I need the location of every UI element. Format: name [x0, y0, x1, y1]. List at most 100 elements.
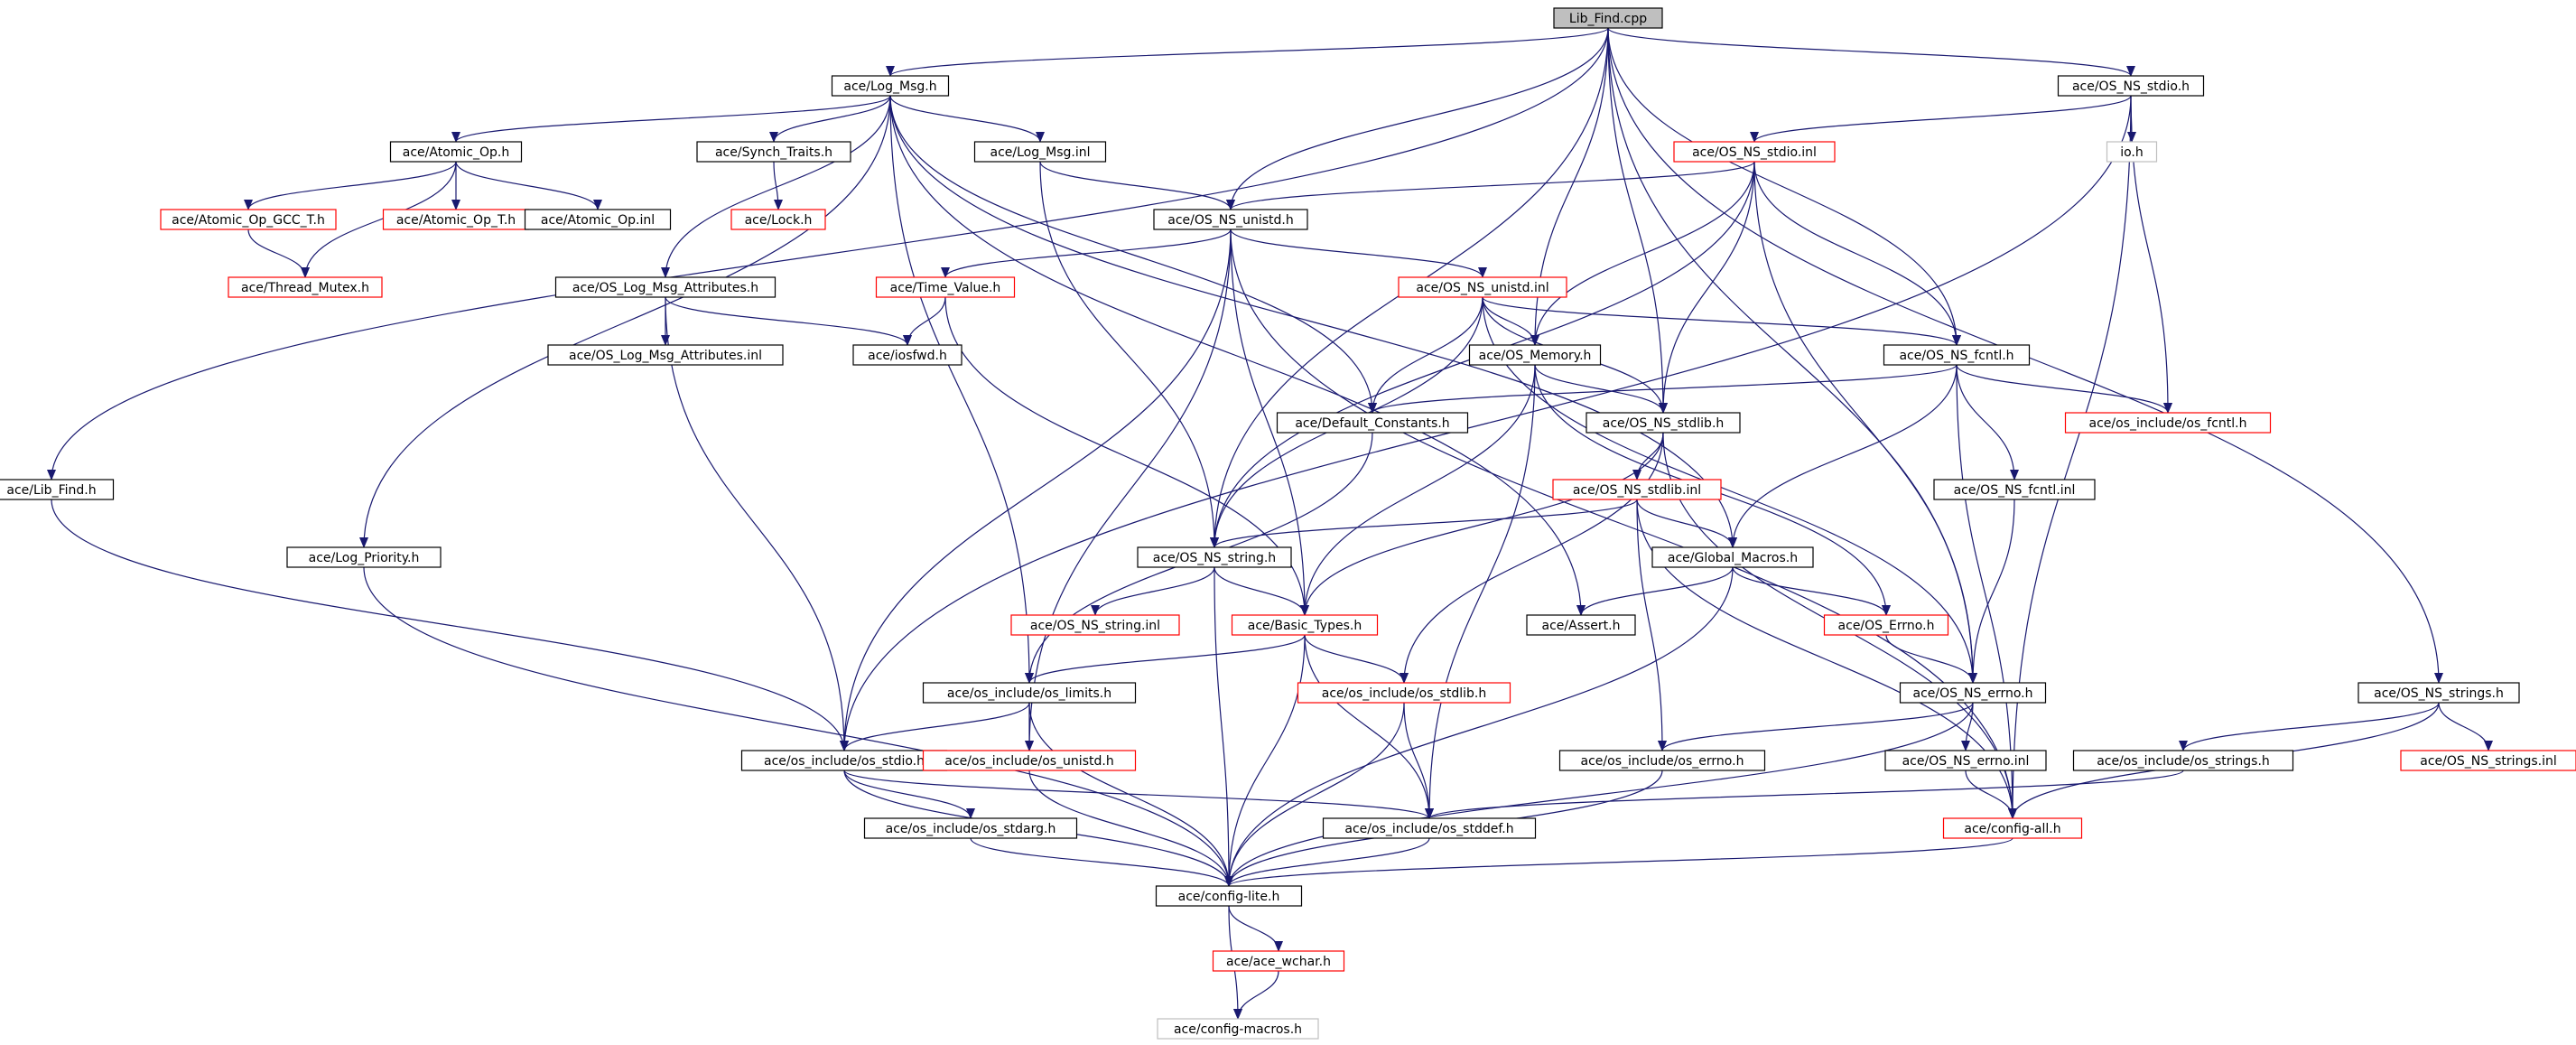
node-lib-find-cpp[interactable]: Lib_Find.cpp: [1553, 7, 1663, 29]
edge-os_ns_stdio_inl-to-os_ns_unistd_h: [1226, 161, 1755, 210]
node-box: [1823, 614, 1949, 636]
node-os-include-os-stdlib-h[interactable]: ace/os_include/os_stdlib.h: [1297, 682, 1511, 704]
node-config-all-h[interactable]: ace/config-all.h: [1942, 817, 2083, 839]
node-os-include-os-stdarg-h[interactable]: ace/os_include/os_stdarg.h: [863, 817, 1078, 839]
edge-os_ns_unistd_h-to-config_all_h: [1230, 229, 2017, 819]
node-os-ns-stdio-inl[interactable]: ace/OS_NS_stdio.inl: [1673, 141, 1836, 163]
node-box: [1942, 817, 2083, 839]
edge-os_memory_h-to-os_include_os_stddef_h: [1425, 364, 1536, 819]
node-config-lite-h[interactable]: ace/config-lite.h: [1155, 885, 1303, 907]
node-box: [730, 209, 826, 230]
node-os-include-os-limits-h[interactable]: ace/os_include/os_limits.h: [922, 682, 1137, 704]
edge-os_ns_fcntl_h-to-os_ns_fcntl_inl: [1956, 364, 2019, 481]
node-os-include-os-stddef-h[interactable]: ace/os_include/os_stddef.h: [1322, 817, 1537, 839]
node-os-include-os-strings-h[interactable]: ace/os_include/os_strings.h: [2072, 750, 2294, 771]
node-box: [852, 344, 963, 366]
edge-basic_types_h-to-os_include_os_stdlib_h: [1304, 634, 1409, 684]
node-os-include-os-unistd-h[interactable]: ace/os_include/os_unistd.h: [922, 750, 1137, 771]
node-box: [696, 141, 851, 163]
node-box: [2400, 750, 2576, 771]
edge-log_msg_h-to-assert_h: [889, 95, 1586, 616]
node-label: io.h: [2120, 145, 2144, 160]
node-label: ace/Lock.h: [745, 213, 813, 228]
edge-os_ns_stdlib_h-to-os_include_os_stdlib_h: [1400, 432, 1664, 684]
node-os-ns-stdio-h[interactable]: ace/OS_NS_stdio.h: [2057, 75, 2205, 97]
node-synch-traits-h[interactable]: ace/Synch_Traits.h: [696, 141, 851, 163]
edge-os_ns_unistd_h-to-os_ns_unistd_inl: [1230, 229, 1487, 278]
node-box: [831, 75, 950, 97]
node-label: ace/os_include/os_limits.h: [947, 686, 1111, 701]
node-config-macros-h[interactable]: ace/config-macros.h: [1157, 1018, 1319, 1040]
node-box: [973, 141, 1107, 163]
edge-log_priority_h-to-config_lite_h: [363, 566, 1233, 887]
node-os-ns-fcntl-inl[interactable]: ace/OS_NS_fcntl.inl: [1933, 479, 2096, 500]
edge-os_ns_string_h-to-config_lite_h: [1214, 566, 1233, 887]
node-os-errno-h[interactable]: ace/OS_Errno.h: [1823, 614, 1949, 636]
node-label: ace/Log_Msg.inl: [990, 145, 1091, 160]
node-label: ace/OS_NS_strings.inl: [2420, 754, 2556, 769]
node-os-ns-strings-h[interactable]: ace/OS_NS_strings.h: [2357, 682, 2520, 704]
node-os-ns-stdlib-h[interactable]: ace/OS_NS_stdlib.h: [1586, 412, 1741, 434]
edge-os_ns_unistd_h-to-os_include_os_unistd_h: [1025, 229, 1232, 751]
node-os-log-msg-attributes-h[interactable]: ace/OS_Log_Msg_Attributes.h: [554, 276, 777, 298]
node-lock-h[interactable]: ace/Lock.h: [730, 209, 826, 230]
node-box: [1552, 479, 1722, 500]
node-os-ns-strings-inl[interactable]: ace/OS_NS_strings.inl: [2400, 750, 2576, 771]
node-os-ns-stdlib-inl[interactable]: ace/OS_NS_stdlib.inl: [1552, 479, 1722, 500]
node-basic-types-h[interactable]: ace/Basic_Types.h: [1231, 614, 1379, 636]
edge-os_memory_h-to-basic_types_h: [1300, 364, 1536, 616]
node-io-h[interactable]: io.h: [2106, 141, 2158, 163]
node-label: ace/config-macros.h: [1174, 1022, 1302, 1037]
edge-log_msg_h-to-default_constants_h: [889, 95, 1377, 414]
edge-basic_types_h-to-os_include_os_stddef_h: [1304, 634, 1434, 819]
edge-synch_traits_h-to-lock_h: [773, 161, 783, 210]
node-log-msg-inl[interactable]: ace/Log_Msg.inl: [973, 141, 1107, 163]
node-log-msg-h[interactable]: ace/Log_Msg.h: [831, 75, 950, 97]
node-box: [922, 750, 1137, 771]
node-os-include-os-fcntl-h[interactable]: ace/os_include/os_fcntl.h: [2064, 412, 2272, 434]
node-box: [1673, 141, 1836, 163]
node-os-include-os-errno-h[interactable]: ace/os_include/os_errno.h: [1558, 750, 1766, 771]
node-os-ns-errno-inl[interactable]: ace/OS_NS_errno.inl: [1884, 750, 2047, 771]
edge-os_ns_errno_inl-to-config_all_h: [1965, 770, 2017, 819]
node-label: ace/OS_Log_Msg_Attributes.h: [572, 281, 758, 295]
node-iosfwd-h[interactable]: ace/iosfwd.h: [852, 344, 963, 366]
node-ace-wchar-h[interactable]: ace/ace_wchar.h: [1212, 950, 1345, 972]
node-label: ace/OS_NS_string.inl: [1030, 619, 1160, 633]
node-atomic-op-inl[interactable]: ace/Atomic_Op.inl: [524, 209, 672, 230]
node-lib-find-h[interactable]: ace/Lib_Find.h: [0, 479, 115, 500]
edge-os_ns_fcntl_inl-to-os_ns_errno_h: [1968, 499, 2015, 684]
node-box: [1322, 817, 1537, 839]
node-atomic-op-t-h[interactable]: ace/Atomic_Op_T.h: [382, 209, 530, 230]
edge-os_ns_fcntl_h-to-os_include_os_fcntl_h: [1956, 364, 2172, 414]
edge-os_include_os_limits_h-to-os_include_os_stdio_h: [840, 702, 1030, 751]
node-atomic-op-gcc-t-h[interactable]: ace/Atomic_Op_GCC_T.h: [160, 209, 337, 230]
edge-lib_find_cpp-to-os_ns_unistd_h: [1226, 27, 1609, 210]
node-time-value-h[interactable]: ace/Time_Value.h: [875, 276, 1016, 298]
edge-os_ns_errno_h-to-os_ns_errno_inl: [1961, 702, 1974, 751]
node-atomic-op-h[interactable]: ace/Atomic_Op.h: [389, 141, 523, 163]
node-os-memory-h[interactable]: ace/OS_Memory.h: [1468, 344, 1602, 366]
edge-config_lite_h-to-ace_wchar_h: [1228, 905, 1283, 952]
node-os-include-os-stdio-h[interactable]: ace/os_include/os_stdio.h: [740, 750, 948, 771]
edge-os_include_os_unistd_h-to-config_lite_h: [1028, 770, 1233, 887]
node-os-ns-string-h[interactable]: ace/OS_NS_string.h: [1137, 546, 1292, 568]
node-os-log-msg-attributes-inl[interactable]: ace/OS_Log_Msg_Attributes.inl: [547, 344, 784, 366]
node-os-ns-unistd-inl[interactable]: ace/OS_NS_unistd.inl: [1398, 276, 1567, 298]
node-global-macros-h[interactable]: ace/Global_Macros.h: [1651, 546, 1814, 568]
edge-lib_find_cpp-to-os_ns_stdlib_h: [1607, 27, 1668, 414]
edges-layer: [47, 27, 2493, 1020]
node-os-ns-fcntl-h[interactable]: ace/OS_NS_fcntl.h: [1883, 344, 2031, 366]
edge-os_errno_h-to-os_ns_errno_h: [1885, 634, 1977, 684]
edge-basic_types_h-to-config_lite_h: [1224, 634, 1306, 887]
node-box: [1651, 546, 1814, 568]
node-os-ns-string-inl[interactable]: ace/OS_NS_string.inl: [1010, 614, 1180, 636]
node-thread-mutex-h[interactable]: ace/Thread_Mutex.h: [228, 276, 383, 298]
edge-log_msg_inl-to-os_ns_unistd_h: [1039, 161, 1235, 210]
edge-atomic_op_h-to-atomic_op_inl: [455, 161, 602, 210]
node-assert-h[interactable]: ace/Assert.h: [1526, 614, 1636, 636]
node-os-ns-unistd-h[interactable]: ace/OS_NS_unistd.h: [1153, 209, 1308, 230]
node-log-priority-h[interactable]: ace/Log_Priority.h: [286, 546, 442, 568]
node-os-ns-errno-h[interactable]: ace/OS_NS_errno.h: [1899, 682, 2047, 704]
node-default-constants-h[interactable]: ace/Default_Constants.h: [1276, 412, 1469, 434]
